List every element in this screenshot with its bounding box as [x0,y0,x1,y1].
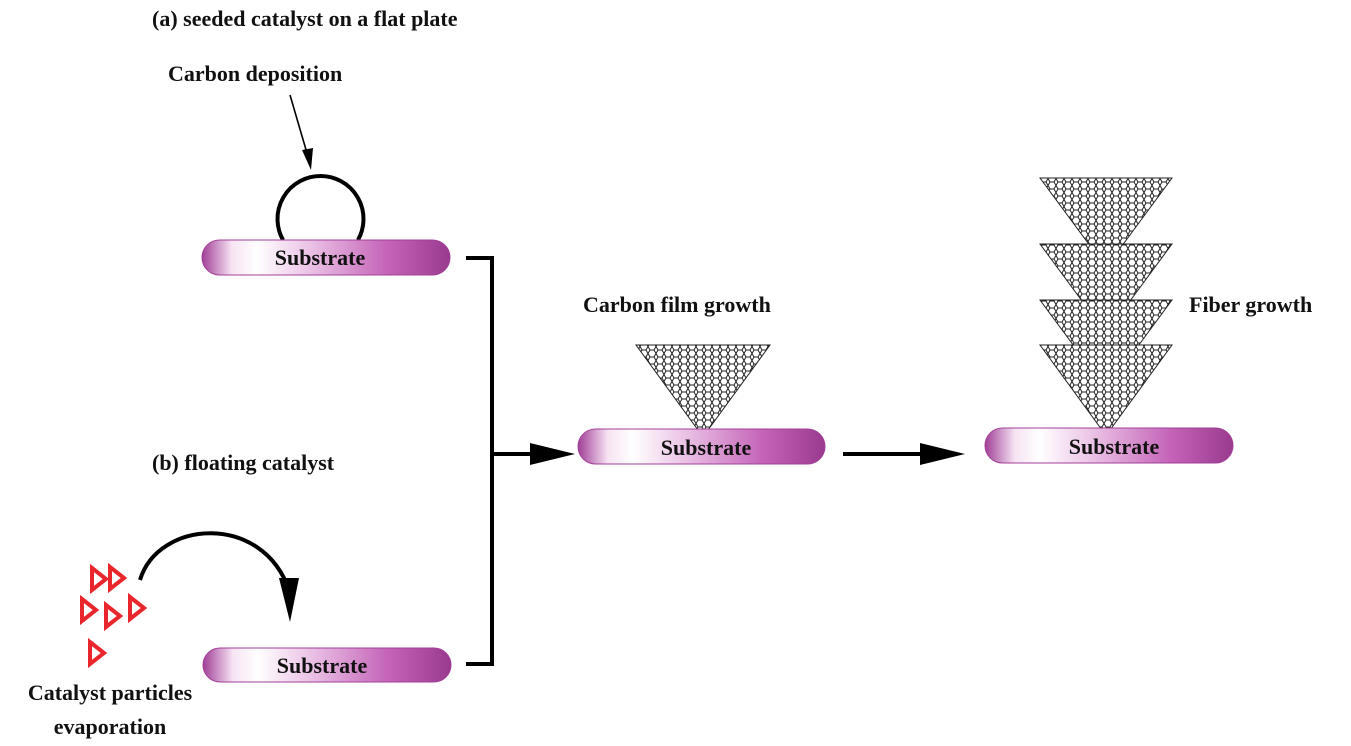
evaporation-arc-arrow [138,531,291,591]
substrate-a: Substrate [201,239,451,276]
substrate-b-label: Substrate [277,653,368,678]
catalyst-particles-label-line2: evaporation [54,714,166,739]
carbon-film-cone [635,344,771,431]
substrate-fiber: Substrate [984,427,1234,464]
evaporation-arrow-head [279,578,299,622]
carbon-deposition-label: Carbon deposition [168,61,342,86]
catalyst-droplet [275,174,366,241]
merge-arrow-head [530,443,575,465]
merge-bracket [466,256,494,666]
carbon-deposition-pointer [289,94,310,161]
fiber-growth-label: Fiber growth [1189,292,1312,317]
fiber-cone [1039,344,1173,431]
catalyst-particle [88,637,108,669]
catalyst-particle [90,563,110,595]
catalyst-particle [80,594,100,626]
catalyst-particle [104,600,124,632]
catalyst-particle [128,592,148,624]
panel-b-title: (b) floating catalyst [152,450,335,475]
substrate-a-label: Substrate [275,245,366,270]
catalyst-particle [108,562,128,594]
catalyst-particles-label-line1: Catalyst particles [28,680,193,705]
growth-arrow-head [920,443,965,465]
catalyst-particles [80,562,148,669]
fiber-stacked-cones [1039,177,1173,431]
carbon-deposition-pointer-head [302,148,313,170]
substrate-film: Substrate [577,428,826,465]
substrate-film-label: Substrate [661,435,752,460]
substrate-fiber-label: Substrate [1069,434,1160,459]
carbon-film-growth-label: Carbon film growth [583,292,771,317]
substrate-b: Substrate [202,647,452,683]
panel-a-title: (a) seeded catalyst on a flat plate [152,6,458,31]
